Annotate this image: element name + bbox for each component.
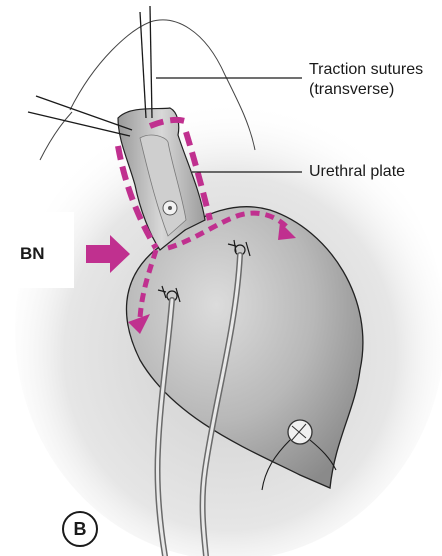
incision-line	[115, 116, 213, 250]
drainage-tubes	[154, 252, 243, 556]
traction-sutures-label: Traction sutures (transverse)	[309, 61, 424, 98]
bladder-neck-incision	[137, 210, 290, 319]
bn-arrow	[86, 235, 130, 273]
bn-label-background	[0, 212, 74, 288]
traction-sutures	[27, 5, 153, 137]
incision-arrowhead-left	[128, 314, 150, 334]
urethral-plate-label: Urethral plate	[309, 163, 406, 180]
panel-label: B	[62, 511, 98, 547]
leader-lines	[156, 77, 302, 173]
tissue-contour	[69, 19, 256, 151]
bn-label: BN	[20, 244, 45, 263]
incision-arrowhead-right	[278, 222, 296, 240]
suprapubic-catheter	[261, 419, 337, 491]
bladder	[125, 206, 364, 489]
